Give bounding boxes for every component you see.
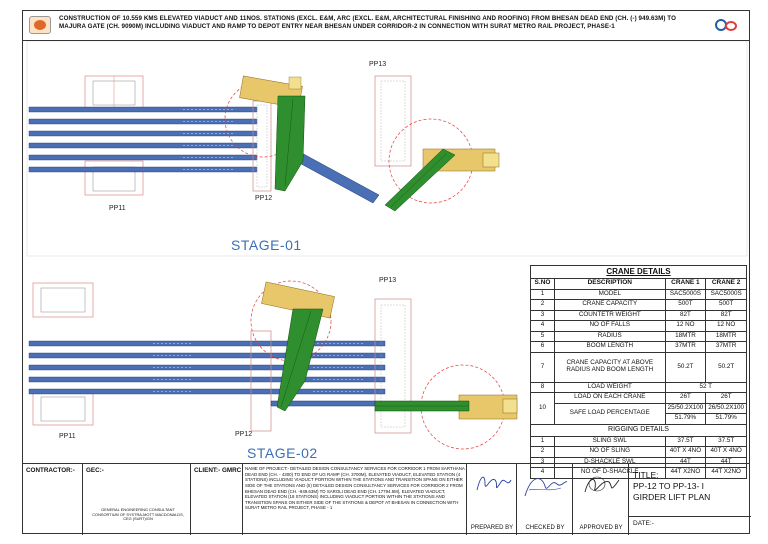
crane-details-table: CRANE DETAILS S.NO DESCRIPTION CRANE 1 C… bbox=[530, 265, 748, 479]
stage-01-drawing: PP11 PP12 PP13 STAGE-01 bbox=[23, 41, 751, 259]
project-title: CONSTRUCTION OF 10.559 KMS ELEVATED VIAD… bbox=[59, 15, 676, 31]
crane-details-title: CRANE DETAILS bbox=[530, 265, 747, 279]
drawing-title: PP-12 TO PP-13- I GIRDER LIFT PLAN bbox=[633, 481, 711, 502]
stage-01-girders bbox=[28, 106, 258, 173]
title-cell: TITLE: PP-12 TO PP-13- I GIRDER LIFT PLA… bbox=[629, 464, 751, 535]
approved-cell: APPROVED BY bbox=[573, 464, 629, 535]
title-block: CONTRACTOR:- GEC:- GENERAL ENGINEERING C… bbox=[23, 463, 751, 535]
stage-01-label: STAGE-01 bbox=[231, 237, 302, 253]
gec-cell: GEC:- GENERAL ENGINEERING CONSULTANT CON… bbox=[83, 464, 191, 535]
prepared-by-label: PREPARED BY bbox=[470, 525, 514, 531]
rigging-details-title: RIGGING DETAILS bbox=[530, 423, 747, 437]
stage-02-pier-pp13: PP13 bbox=[379, 277, 397, 284]
col-crane-2: CRANE 2 bbox=[705, 278, 747, 290]
col-crane-1: CRANE 1 bbox=[664, 278, 707, 290]
stage-02-crane-1-icon bbox=[250, 280, 335, 412]
approved-signature-icon bbox=[584, 476, 620, 493]
stage-01-pier-pp13: PP13 bbox=[369, 61, 387, 68]
client-label: CLIENT:- GMRC bbox=[194, 467, 242, 474]
drawing-sheet: CONSTRUCTION OF 10.559 KMS ELEVATED VIAD… bbox=[22, 10, 751, 535]
title-label: TITLE: bbox=[633, 470, 659, 480]
header: CONSTRUCTION OF 10.559 KMS ELEVATED VIAD… bbox=[23, 11, 749, 41]
stage-02-label: STAGE-02 bbox=[247, 445, 318, 461]
gec-name: GENERAL ENGINEERING CONSULTANT CONSORTIU… bbox=[92, 507, 184, 522]
stage-01-plan bbox=[26, 41, 748, 257]
project-cell: NAME OF PROJECT:- DETAILED DESIGN CONSUL… bbox=[243, 464, 467, 535]
crane-2-icon bbox=[384, 118, 500, 212]
stage-01-pier-pp12: PP12 bbox=[255, 195, 273, 202]
col-sno: S.NO bbox=[530, 278, 555, 290]
prepared-signature-icon bbox=[476, 476, 512, 491]
client-cell: CLIENT:- GMRC bbox=[191, 464, 243, 535]
checked-signature-icon bbox=[524, 478, 568, 497]
project-name: NAME OF PROJECT:- DETAILED DESIGN CONSUL… bbox=[245, 466, 465, 511]
stage-02-plan bbox=[28, 280, 518, 450]
stage-02-drawing: PP11 PP12 PP13 STAGE-02 bbox=[23, 261, 528, 463]
approved-by-label: APPROVED BY bbox=[579, 525, 623, 531]
stage-02-crane-2-icon bbox=[374, 364, 518, 450]
contractor-logo-icon bbox=[29, 16, 51, 34]
date-label: DATE:- bbox=[633, 520, 654, 527]
prepared-cell: PREPARED BY bbox=[467, 464, 517, 535]
checked-cell: CHECKED BY bbox=[517, 464, 573, 535]
stage-02-pier-pp12: PP12 bbox=[235, 431, 253, 438]
checked-by-label: CHECKED BY bbox=[525, 525, 565, 531]
contractor-label: CONTRACTOR:- bbox=[26, 467, 75, 474]
gec-label: GEC:- bbox=[86, 467, 104, 474]
contractor-cell: CONTRACTOR:- bbox=[23, 464, 83, 535]
stage-02-pier-pp11: PP11 bbox=[59, 433, 76, 440]
stage-02-girders bbox=[28, 340, 386, 395]
stage-01-pier-pp11: PP11 bbox=[109, 205, 126, 212]
col-description: DESCRIPTION bbox=[554, 278, 666, 290]
client-logo-icon bbox=[713, 17, 741, 35]
crane-1-icon bbox=[224, 75, 306, 192]
